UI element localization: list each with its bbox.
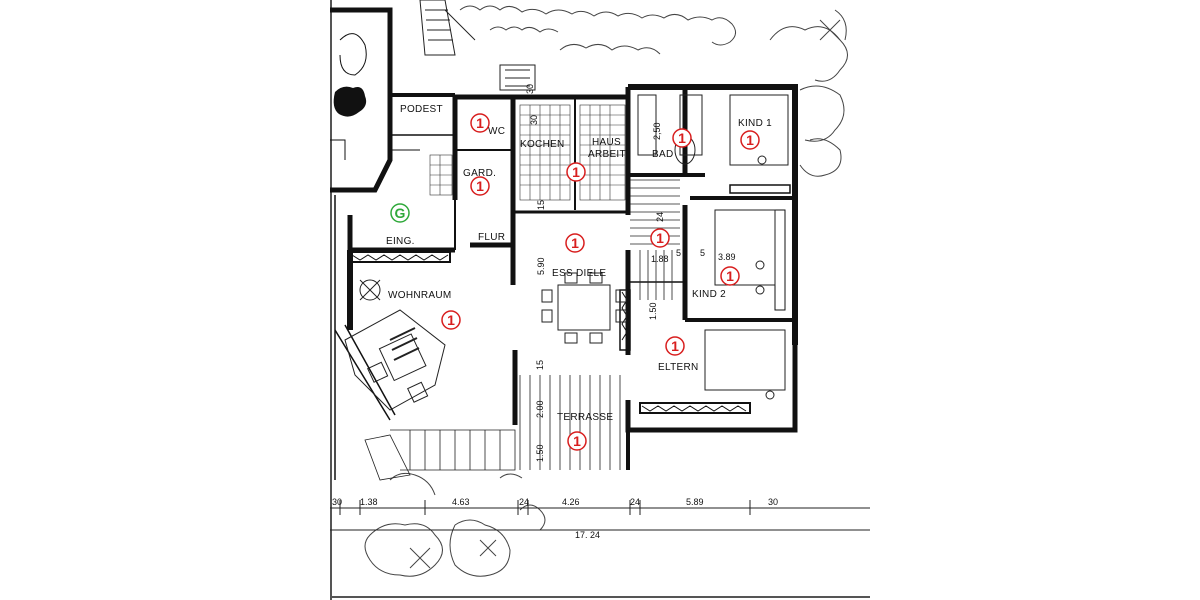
floor-marker-ess-diele: 1 (565, 233, 585, 253)
dim-5b: 5 (700, 248, 705, 258)
svg-text:1: 1 (476, 178, 484, 194)
walls (334, 84, 798, 480)
window-strips (349, 184, 791, 414)
dim-200: 2.00 (535, 400, 545, 418)
shrubs-bottom (364, 472, 546, 577)
living-furniture (344, 279, 446, 411)
tile-grids (429, 104, 626, 201)
svg-text:1: 1 (476, 115, 484, 131)
floor-marker-gard: 1 (470, 176, 490, 196)
dim-150-mid: 1.50 (648, 302, 658, 320)
entrance-marker: G (390, 203, 410, 223)
bedroom-furniture (637, 94, 789, 400)
label-haus: HAUS (592, 137, 621, 148)
dim-bottom-589: 5.89 (686, 497, 704, 507)
label-eing: EING. (386, 236, 415, 247)
label-wc: WC (488, 126, 505, 137)
dim-bottom-463: 4.63 (452, 497, 470, 507)
svg-text:1: 1 (447, 312, 455, 328)
floor-marker-terrasse: 1 (567, 431, 587, 451)
dim-188: 1.88 (651, 254, 669, 264)
svg-text:1: 1 (726, 268, 734, 284)
dim-bottom-426: 4.26 (562, 497, 580, 507)
dim-250: 2,50 (652, 122, 662, 140)
dim-total: 17. 24 (575, 530, 600, 540)
bottom-dimensions: 30 1.38 4.63 24 4.26 24 5.89 30 17. 24 (332, 497, 778, 540)
dim-389: 3.89 (718, 252, 736, 262)
label-kochen: KOCHEN (520, 139, 565, 150)
interior-dimensions: 30 30 2,50 15 24 5.90 1.88 5 5 3.89 1.50… (525, 84, 736, 462)
floor-marker-bad: 1 (672, 128, 692, 148)
svg-text:1: 1 (746, 132, 754, 148)
label-eltern: ELTERN (658, 362, 699, 373)
bottom-dimension-line (330, 500, 870, 531)
stair-top (419, 0, 536, 91)
dim-150-terr: 1.50 (535, 444, 545, 462)
floor-marker-kochen: 1 (566, 162, 586, 182)
dim-bottom-24b: 24 (630, 497, 640, 507)
label-kind1: KIND 1 (738, 118, 772, 129)
floor-marker-kind1: 1 (740, 130, 760, 150)
dim-15-mid: 15 (535, 360, 545, 370)
dim-24-vert: 24 (655, 212, 665, 222)
label-bad: BAD (652, 149, 673, 160)
floor-marker-stair: 1 (650, 228, 670, 248)
svg-text:1: 1 (671, 338, 679, 354)
floor-plan-drawing: PODEST WC KOCHEN HAUS ARBEIT BAD KIND 1 … (330, 0, 870, 600)
svg-text:1: 1 (571, 235, 579, 251)
label-wohnraum: WOHNRAUM (388, 290, 452, 301)
floor-marker-wc: 1 (470, 113, 490, 133)
svg-text:G: G (395, 205, 406, 221)
label-kind2: KIND 2 (692, 289, 726, 300)
scribble-mark (333, 86, 367, 117)
dining-table (541, 272, 627, 344)
floor-plan: PODEST WC KOCHEN HAUS ARBEIT BAD KIND 1 … (330, 0, 870, 600)
stair-steps (364, 179, 680, 481)
dim-5a: 5 (676, 248, 681, 258)
svg-text:1: 1 (573, 433, 581, 449)
label-arbeit: ARBEIT (588, 149, 626, 160)
dim-30-top: 30 (525, 84, 535, 94)
label-flur: FLUR (478, 232, 505, 243)
dim-15-kochen: 15 (536, 200, 546, 210)
floor-marker-eltern: 1 (665, 336, 685, 356)
label-terrasse: TERRASSE (557, 412, 613, 423)
room-labels: PODEST WC KOCHEN HAUS ARBEIT BAD KIND 1 … (386, 104, 772, 423)
dim-bottom-24a: 24 (519, 497, 529, 507)
floor-markers: 1 1 1 1 1 1 1 1 (390, 113, 760, 451)
dim-bottom-30: 30 (332, 497, 342, 507)
label-podest: PODEST (400, 104, 443, 115)
left-building (330, 7, 420, 193)
label-gard: GARD. (463, 168, 496, 179)
floor-marker-kind2: 1 (720, 266, 740, 286)
dim-30-left: 30 (529, 115, 539, 125)
dim-590: 5.90 (536, 257, 546, 275)
floor-marker-wohnraum: 1 (441, 310, 461, 330)
svg-text:1: 1 (656, 230, 664, 246)
dim-bottom-30r: 30 (768, 497, 778, 507)
shrubs-top (459, 5, 848, 177)
svg-text:1: 1 (678, 130, 686, 146)
svg-text:1: 1 (572, 164, 580, 180)
dim-bottom-138: 1.38 (360, 497, 378, 507)
label-ess-diele: ESS DIELE (552, 268, 606, 279)
